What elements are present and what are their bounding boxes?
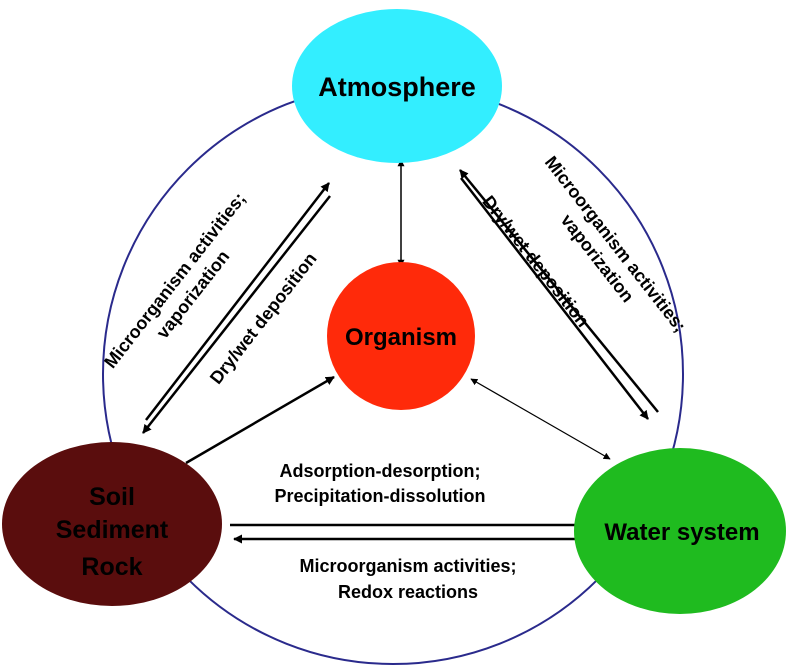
soil-to-atmosphere-label-line1: Microorganism activities; [100,189,249,372]
atmosphere-label: Atmosphere [318,72,476,102]
soil-to-water-label-line1: Adsorption-desorption; [280,461,481,481]
arrow-organism-water [470,378,611,460]
arrow-soil-to-atmosphere [145,182,330,421]
water-to-soil-label-line1: Microorganism activities; [299,556,516,576]
water-to-soil-label-line2: Redox reactions [338,582,478,602]
water-system-label: Water system [604,519,759,546]
soil-to-water-label-line2: Precipitation-dissolution [274,486,485,506]
atmosphere-node [292,9,502,163]
water-system-node [574,448,786,614]
arrow-soil-to-organism [185,375,335,465]
atmosphere-to-water-label: Dry/wet deposition [478,192,593,331]
sediment-label: Sediment [56,516,169,544]
arrow-atmosphere-to-water [460,177,649,420]
arrow-water-to-atmosphere [459,169,659,413]
soil-sediment-rock-node [2,442,222,606]
organism-node [327,262,475,410]
rock-label: Rock [81,553,142,581]
organism-label: Organism [345,324,457,351]
arrow-atmosphere-to-soil [142,195,331,434]
soil-label: Soil [89,483,135,511]
